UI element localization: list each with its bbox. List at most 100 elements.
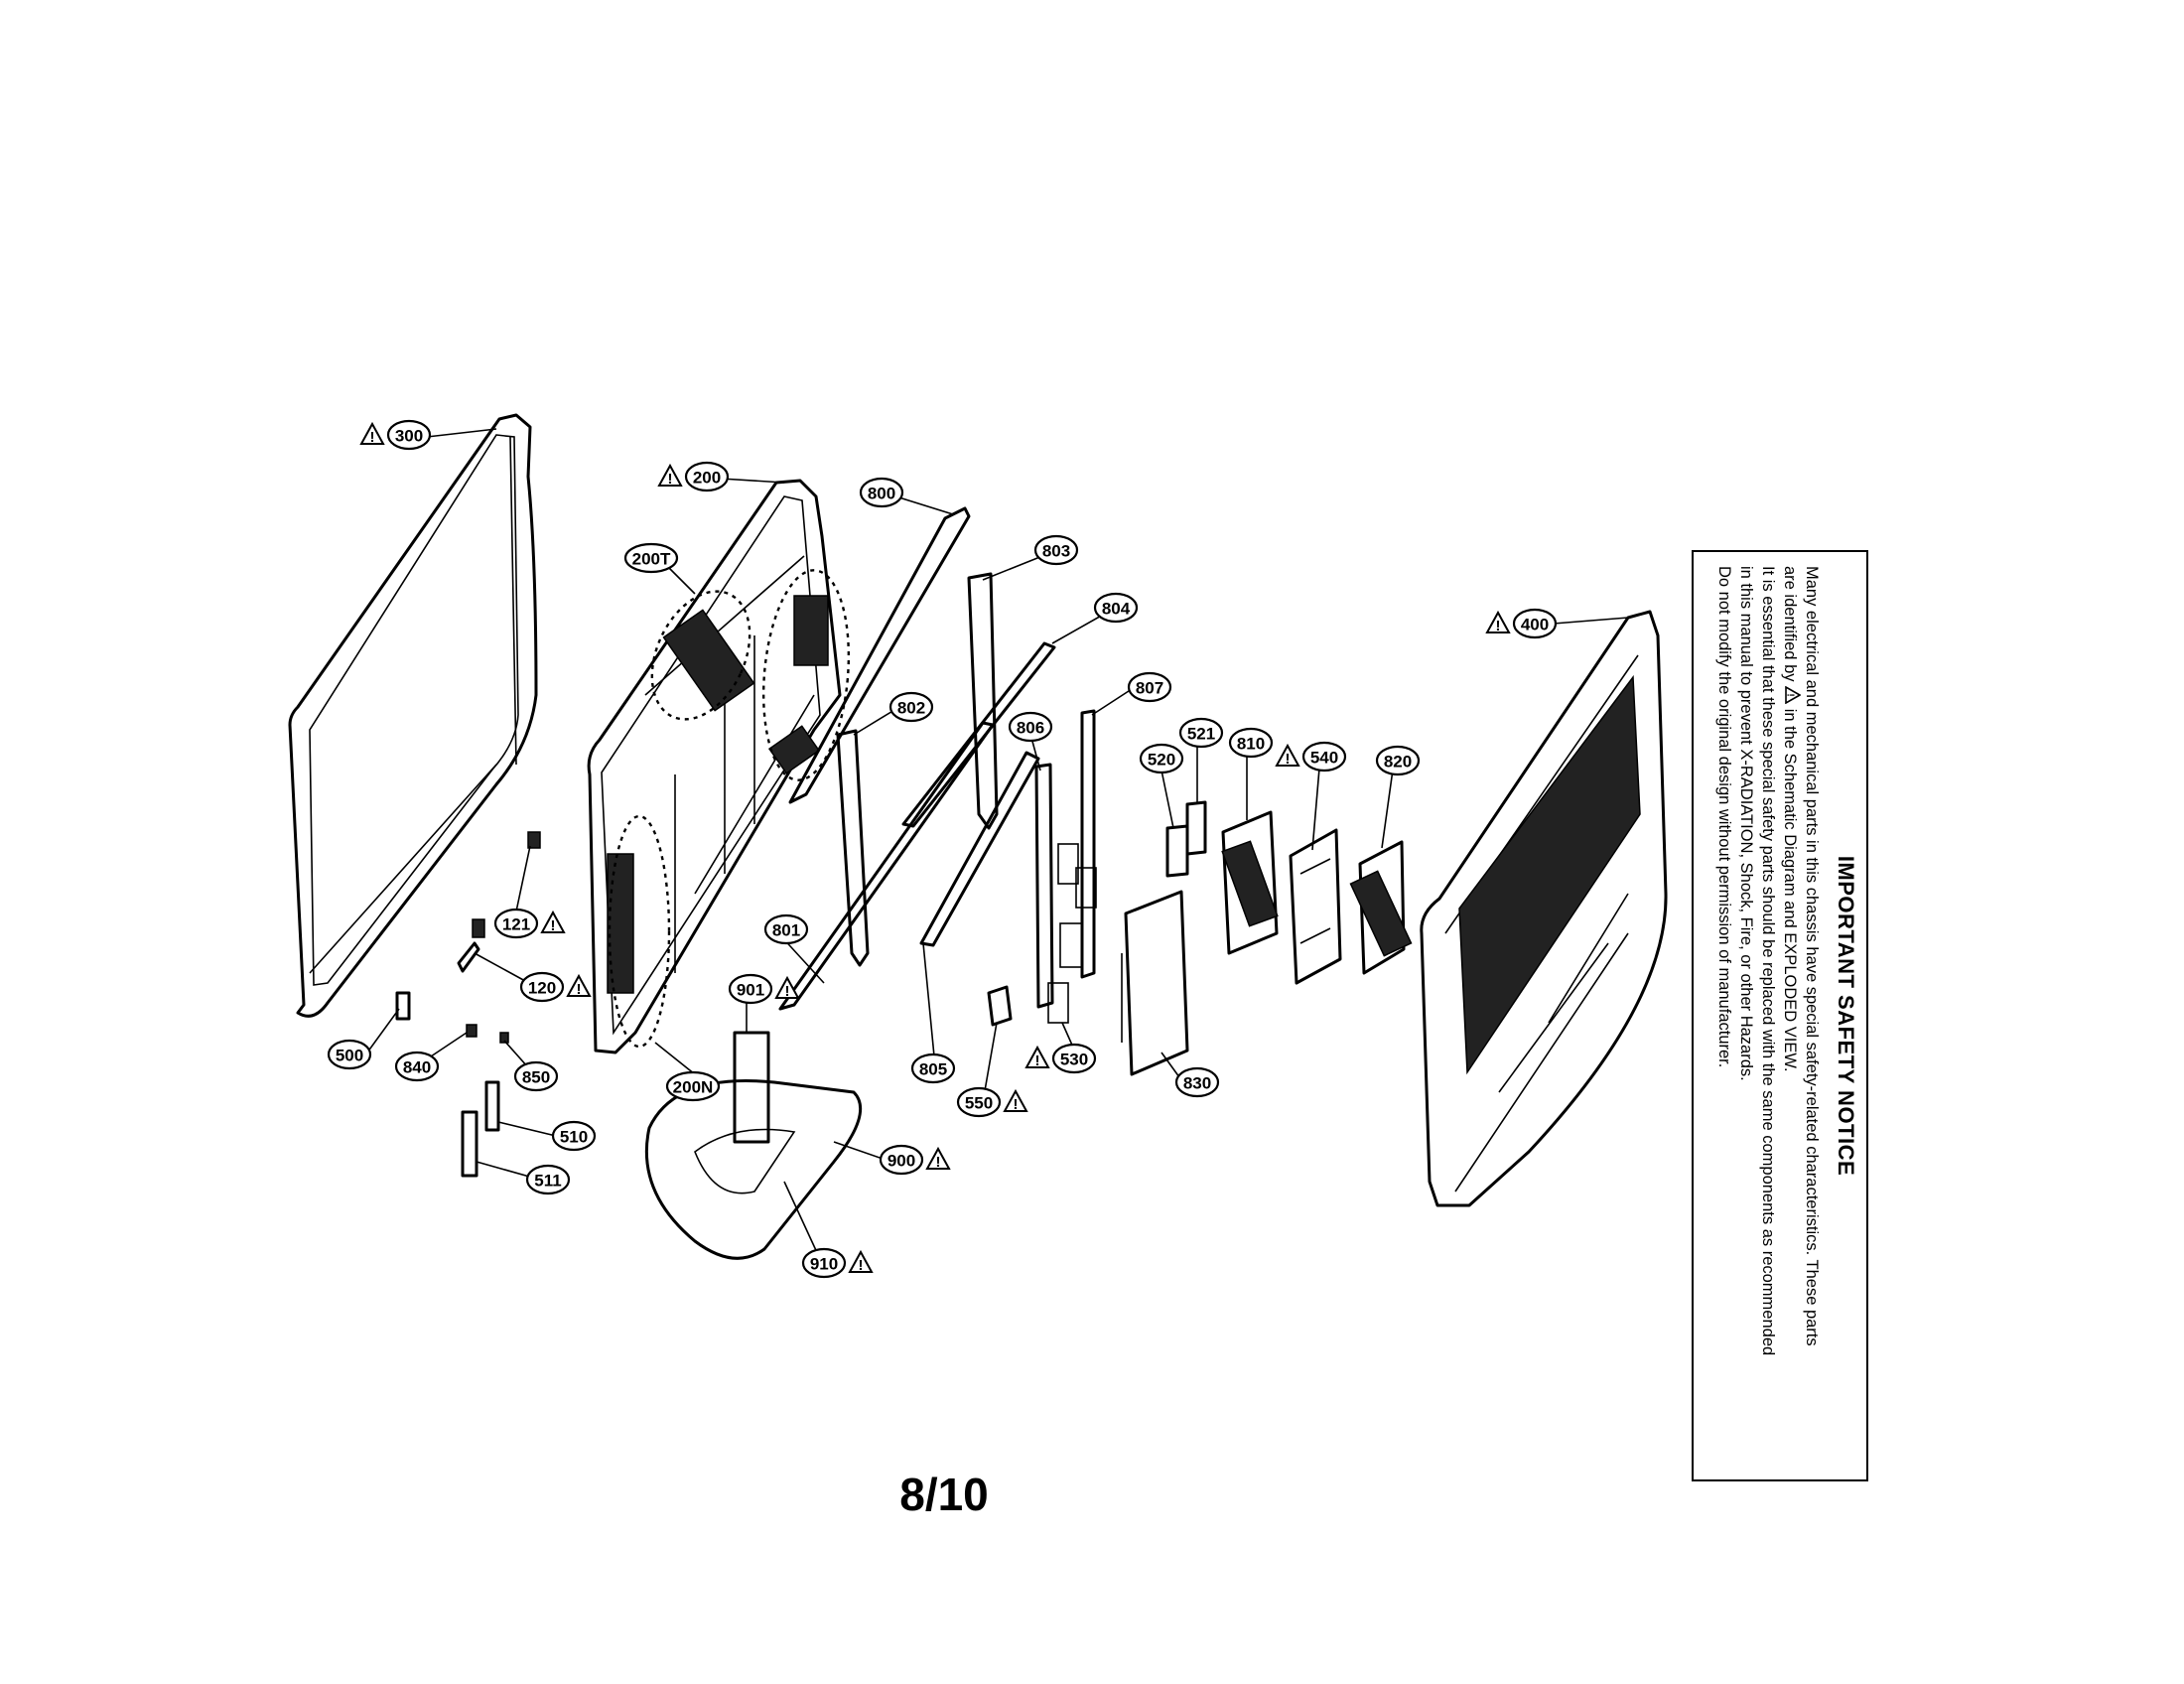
safety-notice-box: IMPORTANT SAFETY NOTICE Many electrical …: [1692, 550, 1868, 1481]
warning-triangle-icon: !: [848, 1249, 874, 1274]
callout-label: 550: [965, 1094, 993, 1113]
callout-label: 830: [1183, 1074, 1211, 1093]
callout-label: 500: [336, 1047, 363, 1065]
callout-bubble: [1127, 671, 1172, 703]
callout-bubble: [665, 1070, 721, 1102]
part-830-plate: [1124, 890, 1189, 1076]
warning-triangle-icon: !: [925, 1146, 951, 1171]
callout-label: 803: [1042, 542, 1070, 561]
callout-label: 840: [403, 1058, 431, 1077]
callout-label: 901: [737, 981, 764, 1000]
callout-bubble: [519, 971, 565, 1003]
callout-200T: 200T: [623, 542, 679, 574]
callout-bubble: [956, 1086, 1002, 1118]
part-540-detail: [1299, 858, 1331, 944]
callout-200: 200!: [657, 461, 730, 492]
warning-triangle-icon: !: [359, 421, 385, 446]
callout-550: 550!: [956, 1086, 1028, 1118]
detail-200N-outline: [608, 814, 671, 1049]
callout-bubble: [1228, 727, 1274, 759]
svg-text:!: !: [668, 471, 673, 488]
callout-label: 805: [919, 1060, 947, 1079]
safety-notice-content: IMPORTANT SAFETY NOTICE Many electrical …: [1696, 554, 1864, 1477]
callout-807: 807: [1127, 671, 1172, 703]
callout-500: 500: [327, 1039, 372, 1070]
callout-bubble: [386, 419, 432, 451]
page-number: 8/10: [899, 1469, 989, 1520]
callout-label: 802: [897, 699, 925, 718]
callout-901: 901!: [728, 973, 800, 1005]
callout-bubble: [327, 1039, 372, 1070]
callout-830: 830: [1174, 1066, 1220, 1098]
callout-label: 807: [1136, 679, 1163, 698]
callout-bubble: [801, 1247, 847, 1279]
warning-triangle-icon: !: [540, 910, 566, 934]
callout-bubble: [888, 691, 934, 723]
callout-label: 804: [1102, 600, 1131, 619]
callout-804: 804: [1093, 592, 1139, 624]
callout-bubble: [394, 1051, 440, 1082]
callout-900: 900!: [879, 1144, 951, 1176]
warning-triangle-icon: !: [1779, 685, 1802, 705]
callout-label: 806: [1017, 719, 1044, 738]
callout-label: 810: [1237, 735, 1265, 754]
callout-label: 510: [560, 1128, 588, 1147]
callout-label: 300: [395, 427, 423, 446]
callout-bubble: [623, 542, 679, 574]
warning-triangle-icon: !: [1024, 1045, 1050, 1069]
callout-bubble: [728, 973, 773, 1005]
warning-triangle-icon: !: [657, 463, 683, 488]
safety-notice-line-2: are identified by ! in the Schematic Dia…: [1779, 566, 1802, 1477]
callout-510: 510: [551, 1120, 597, 1152]
part-810-main-board: [1221, 810, 1279, 955]
callout-label: 120: [528, 979, 556, 998]
callout-label: 850: [522, 1068, 550, 1087]
callout-label: 530: [1060, 1051, 1088, 1069]
callout-bubble: [1033, 534, 1079, 566]
callout-bubble: [525, 1164, 571, 1195]
warning-triangle-icon: !: [1003, 1088, 1028, 1113]
callout-840: 840: [394, 1051, 440, 1082]
warning-triangle-icon: !: [1485, 610, 1511, 634]
callout-121: 121!: [493, 908, 566, 939]
safety-notice-line-1: Many electrical and mechanical parts in …: [1803, 566, 1821, 1346]
callout-803: 803: [1033, 534, 1079, 566]
safety-notice-line-5: Do not modify the original design withou…: [1715, 566, 1733, 1068]
safety-notice-line-3: It is essential that these special safet…: [1759, 566, 1777, 1356]
svg-text:!: !: [1785, 693, 1796, 696]
callout-bubble: [551, 1120, 597, 1152]
part-900-stand: [644, 1031, 863, 1260]
part-rails-800-805: [778, 506, 1056, 1011]
callout-bubble: [1512, 608, 1558, 639]
safety-notice-line-4: in this manual to prevent X-RADIATION, S…: [1737, 566, 1755, 1081]
part-520-521-boards: [1165, 800, 1207, 878]
part-200-chassis-frame: [587, 479, 842, 1054]
callout-910: 910!: [801, 1247, 874, 1279]
callout-520: 520: [1139, 743, 1184, 774]
callout-bubble: [1093, 592, 1139, 624]
safety-notice-title: IMPORTANT SAFETY NOTICE: [1834, 855, 1858, 1177]
callout-bubble: [1301, 741, 1347, 772]
callout-801: 801: [763, 913, 809, 945]
part-small-components: [395, 831, 1013, 1178]
callout-bubble: [859, 477, 904, 508]
callout-label: 121: [502, 915, 530, 934]
part-boards-806-807: [1034, 709, 1097, 1024]
callout-300: 300!: [359, 419, 432, 451]
callout-800: 800: [859, 477, 904, 508]
warning-triangle-icon: !: [566, 973, 592, 998]
callout-820: 820: [1375, 745, 1421, 776]
svg-text:!: !: [1496, 618, 1501, 634]
safety-notice-line-2-post: in the Schematic Diagram and EXPLODED VI…: [1781, 708, 1799, 1072]
callout-label: 540: [1310, 749, 1338, 768]
svg-text:!: !: [577, 981, 582, 998]
part-820-board: [1349, 840, 1413, 975]
callout-label: 800: [868, 485, 895, 503]
callout-bubble: [763, 913, 809, 945]
callout-400: 400!: [1485, 608, 1558, 639]
callout-bubble: [910, 1052, 956, 1084]
callout-511: 511: [525, 1164, 571, 1195]
callout-bubble: [684, 461, 730, 492]
callout-label: 200: [693, 469, 721, 488]
